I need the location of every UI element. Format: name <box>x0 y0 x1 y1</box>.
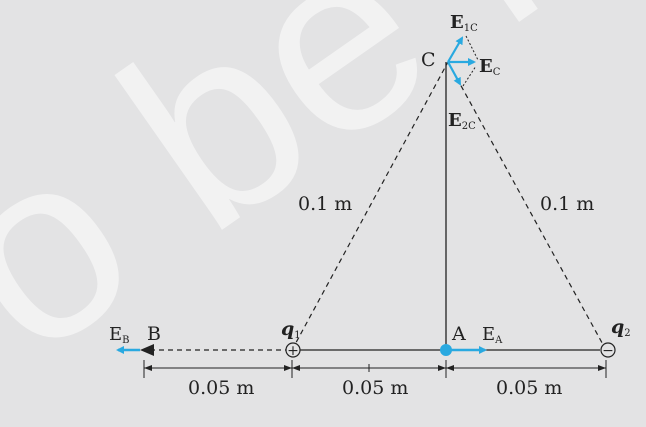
charge-q1: + <box>285 342 301 359</box>
field-vector-E2C <box>447 61 461 86</box>
label-q2: q2 <box>611 316 631 339</box>
field-vector-E1C <box>447 36 464 63</box>
point-C-label: C <box>421 49 436 71</box>
field-vectors-at-C <box>447 35 479 87</box>
charge-q2-sign: − <box>602 343 614 359</box>
dashed-line-C-to-q2 <box>447 61 607 351</box>
dashed-line-q1-to-C <box>291 61 449 351</box>
point-A-label: A <box>451 323 466 345</box>
point-B-label: B <box>147 323 161 345</box>
label-q1: q1 <box>281 318 301 341</box>
distance-q1-C: 0.1 m <box>298 193 352 215</box>
label-EC: EC <box>479 56 501 78</box>
charge-q1-sign: + <box>287 343 299 359</box>
label-E1C: E1C <box>450 12 478 34</box>
distance-A-q2: 0.05 m <box>496 377 562 399</box>
distance-B-q1: 0.05 m <box>188 377 254 399</box>
dimension-lines <box>143 360 607 378</box>
parallelogram-dash-upper <box>465 35 479 61</box>
distance-C-q2: 0.1 m <box>540 193 594 215</box>
label-E2C: E2C <box>448 110 476 132</box>
point-B-marker <box>140 344 154 356</box>
label-EB: EB <box>109 324 130 346</box>
distance-q1-A: 0.05 m <box>342 377 408 399</box>
charge-q2: − <box>600 342 616 359</box>
label-EA: EA <box>482 324 503 346</box>
